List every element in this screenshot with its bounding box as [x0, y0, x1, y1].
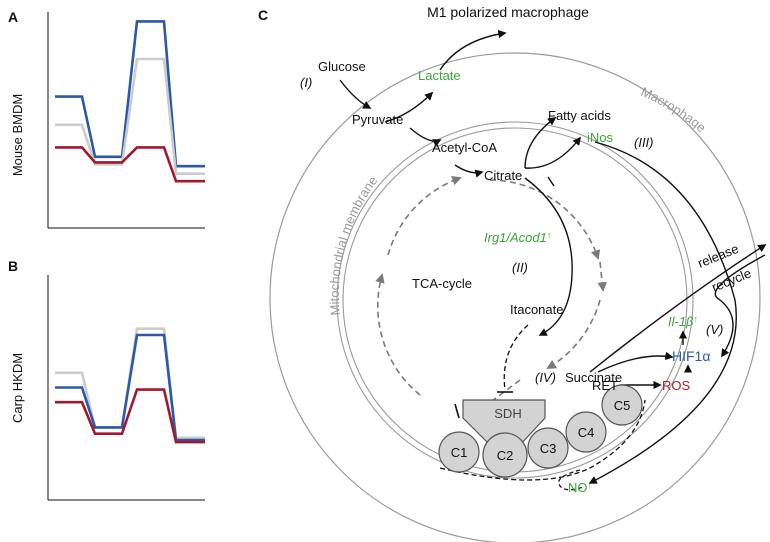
panel-a-series-line-3 — [55, 146, 205, 183]
arrow-citrate-inos — [524, 136, 582, 169]
acetyl-coa-label: Acetyl-CoA — [432, 140, 497, 155]
complex-c1 — [438, 431, 480, 473]
inos-label: iNos — [587, 130, 614, 145]
irg1-label: Irg1/Acod1↑ — [484, 230, 551, 245]
sdh-left-tick — [454, 403, 460, 419]
step-5-label: (V) — [706, 322, 723, 337]
panel-b-series-line-3 — [55, 388, 205, 444]
panel-a: A Mouse BMDM — [8, 9, 205, 229]
arrow-succinate-hif — [597, 351, 674, 373]
succinate-label: Succinate — [565, 370, 622, 385]
hif1a-label: HIF1α — [672, 348, 710, 364]
complex-c4 — [565, 411, 607, 453]
tca-arc-top-left — [387, 176, 462, 256]
panel-b-letter: B — [8, 258, 18, 274]
c4-label: C4 — [578, 425, 595, 440]
tca-cycle-label: TCA-cycle — [412, 276, 472, 291]
complex-c3 — [527, 427, 569, 469]
recycle-label: recycle — [710, 265, 754, 294]
macrophage-membrane — [269, 52, 761, 542]
c5-label: C5 — [614, 398, 631, 413]
panel-c-letter: C — [258, 7, 268, 23]
step-2-label: (II) — [512, 260, 528, 275]
step-4-label: (IV) — [535, 370, 556, 385]
ros-label: ROS — [662, 378, 691, 393]
dashed-no-loop — [557, 469, 584, 491]
panel-c: C M1 polarized macrophage Macrophage Mit… — [258, 4, 767, 542]
tca-arc-top-right — [489, 179, 601, 260]
c1-label: C1 — [451, 445, 468, 460]
mitochondrial-membrane-outer — [336, 121, 694, 479]
arrow-citrate-fattyacids — [524, 117, 557, 169]
c3-label: C3 — [540, 441, 557, 456]
tca-arc-to-succinate — [546, 299, 601, 369]
tca-arc-left — [375, 273, 421, 396]
step-3-label: (III) — [634, 135, 654, 150]
macrophage-label: Macrophage — [639, 84, 709, 135]
citrate-label: Citrate — [484, 168, 522, 183]
arrow-citrate-itaconate — [524, 177, 573, 336]
panel-a-plot — [55, 20, 205, 183]
glucose-label: Glucose — [318, 59, 366, 74]
citrate-inhibition-tick — [547, 176, 555, 187]
panel-b-ylabel: Carp HKDM — [10, 353, 25, 423]
arrow-recycle — [714, 254, 766, 358]
itaconate-label: Itaconate — [510, 302, 564, 317]
il-1b-label: Il-1β↑ — [668, 314, 698, 329]
fatty-acids-label: Fatty acids — [548, 108, 611, 123]
arrow-lactate-out — [439, 29, 507, 71]
arrow-pyruvate-acetylcoa — [409, 127, 442, 147]
diagram-title: M1 polarized macrophage — [427, 4, 589, 20]
sdh-label: SDH — [494, 406, 521, 421]
no-label: NO↑ — [568, 480, 592, 495]
pyruvate-label: Pyruvate — [352, 112, 403, 127]
panel-a-series-line-2 — [55, 57, 205, 175]
panel-b: B Carp HKDM — [8, 258, 205, 501]
arrow-glucose-pyruvate — [339, 79, 372, 109]
mitochondrial-membrane-label: Mitochondrial membrane — [327, 173, 380, 316]
panel-b-series-line-2 — [55, 333, 205, 442]
panel-a-letter: A — [8, 9, 18, 25]
dashed-complexes-line — [439, 399, 646, 481]
arrow-pyruvate-lactate — [384, 91, 434, 123]
panel-a-ylabel: Mouse BMDM — [10, 94, 25, 176]
ret-label: RET — [592, 378, 618, 393]
panel-b-plot — [55, 327, 205, 444]
itaconate-inhibits-sdh — [503, 324, 529, 391]
lactate-label: Lactate — [418, 68, 461, 83]
step-1-label: (I) — [300, 75, 312, 90]
c2-label: C2 — [497, 448, 514, 463]
tca-arc-right — [597, 261, 607, 292]
complex-c5 — [601, 384, 643, 426]
arrow-acetylcoa-citrate — [454, 164, 484, 178]
arrow-succinate-release — [589, 244, 767, 373]
panel-a-series-line-1 — [55, 20, 205, 168]
complex-c2 — [482, 432, 528, 478]
arrow-inos-no — [588, 141, 737, 484]
